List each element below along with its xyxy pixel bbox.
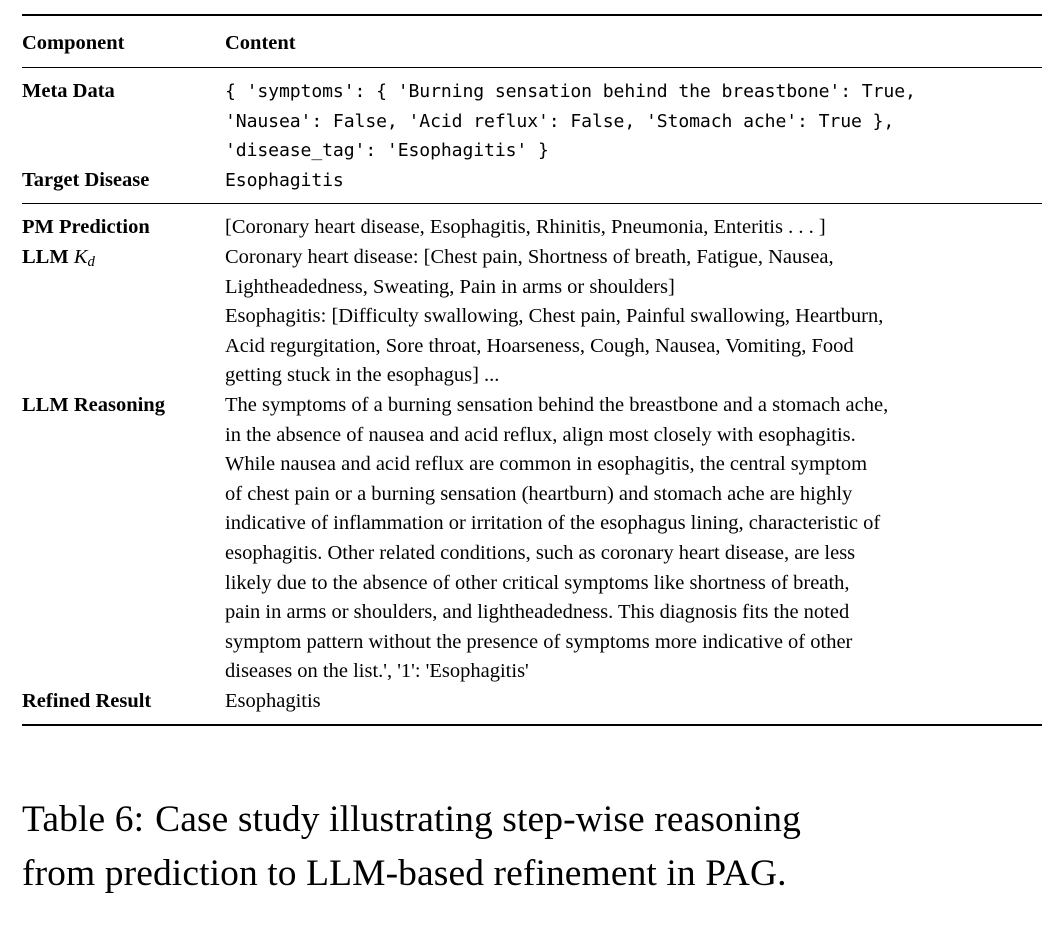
text-line: The symptoms of a burning sensation behi… <box>225 393 889 416</box>
meta-data-line: 'disease_tag': 'Esophagitis' } <box>225 140 549 162</box>
text-line: diseases on the list.', '1': 'Esophagiti… <box>225 660 529 683</box>
text-line: pain in arms or shoulders, and lighthead… <box>225 601 850 624</box>
text-line: While nausea and acid reflux are common … <box>225 453 868 476</box>
caption-line-2: from prediction to LLM-based refinement … <box>22 853 787 894</box>
table-header-group: Component Content <box>22 16 1042 67</box>
header-top-pad <box>22 16 1042 28</box>
column-header-content: Content <box>225 32 296 54</box>
row-content-refined-result: Esophagitis <box>225 687 1042 717</box>
caption-line-1: Table 6:Case study illustrating step-wis… <box>22 793 1042 847</box>
pad-cell <box>225 716 1042 724</box>
case-study-table: Component Content Meta Data <box>22 14 1042 727</box>
text-line: getting stuck in the esophagus] ... <box>225 364 500 387</box>
pad-cell <box>225 204 1042 213</box>
text-line: likely due to the absence of other criti… <box>225 571 850 594</box>
pad-cell <box>225 68 1042 77</box>
label-line-pm-prediction: PM Prediction <box>22 216 150 239</box>
pad-cell <box>22 716 225 724</box>
label-line-llm-kd: LLM Kd <box>22 243 225 273</box>
row-content-llm-reasoning: The symptoms of a burning sensation behi… <box>225 391 1042 687</box>
row-content-pm-prediction: [Coronary heart disease, Esophagitis, Rh… <box>225 213 1042 391</box>
pad-cell <box>22 204 225 213</box>
meta-data-line: 'Nausea': False, 'Acid reflux': False, '… <box>225 110 895 132</box>
row-content-meta-data: { 'symptoms': { 'Burning sensation behin… <box>225 77 1042 166</box>
text-line: in the absence of nausea and acid reflux… <box>225 423 856 446</box>
text-line: indicative of inflammation or irritation… <box>225 512 881 535</box>
section-separator-rule <box>22 203 1042 205</box>
caption-label: Table 6: <box>22 799 145 840</box>
text-line: symptom pattern without the presence of … <box>225 630 853 653</box>
pad-cell <box>225 195 1042 203</box>
refined-result-value: Esophagitis <box>225 687 1042 717</box>
text-line: Esophagitis <box>225 689 321 712</box>
column-header-component: Component <box>22 32 125 54</box>
table-bottom-rule <box>22 724 1042 727</box>
section-top-pad <box>22 204 1042 213</box>
header-bottom-pad <box>22 58 1042 67</box>
text-line: Coronary heart disease: [Chest pain, Sho… <box>225 245 834 268</box>
row-label-pm-prediction: PM Prediction LLM Kd <box>22 213 225 391</box>
text-line: esophagitis. Other related conditions, s… <box>225 541 856 564</box>
text-line: Esophagitis: [Difficulty swallowing, Che… <box>225 305 884 328</box>
pm-prediction-lines: [Coronary heart disease, Esophagitis, Rh… <box>225 213 1042 391</box>
row-label-llm-reasoning: LLM Reasoning <box>22 393 165 416</box>
label-math-subscript-d: d <box>87 254 95 271</box>
table-row: PM Prediction LLM Kd [Coronary heart dis… <box>22 213 1042 391</box>
label-math-symbol-k: Kd <box>73 245 95 271</box>
pad-cell <box>225 58 1042 67</box>
pad-cell <box>22 68 225 77</box>
table-caption: Table 6:Case study illustrating step-wis… <box>22 793 1042 901</box>
table-row: LLM Reasoning The symptoms of a burning … <box>22 391 1042 687</box>
table-row: Refined Result Esophagitis <box>22 687 1042 717</box>
pad-cell <box>22 195 225 203</box>
table-header-row: Component Content <box>22 28 1042 58</box>
target-disease-value: Esophagitis <box>225 169 344 191</box>
row-label-meta-data: Meta Data <box>22 80 115 102</box>
text-line: Acid regurgitation, Sore throat, Hoarsen… <box>225 334 854 357</box>
table-top-rule <box>22 14 1042 16</box>
row-label-target-disease: Target Disease <box>22 168 150 191</box>
section-top-pad <box>22 68 1042 77</box>
section-bottom-pad <box>22 716 1042 724</box>
table-section-reasoning: PM Prediction LLM Kd [Coronary heart dis… <box>22 204 1042 724</box>
row-content-target-disease: Esophagitis <box>225 166 1042 196</box>
text-line: [Coronary heart disease, Esophagitis, Rh… <box>225 216 826 239</box>
table-section-meta: Meta Data { 'symptoms': { 'Burning sensa… <box>22 68 1042 203</box>
text-line: of chest pain or a burning sensation (he… <box>225 482 853 505</box>
caption-text-1: Case study illustrating step-wise reason… <box>155 799 801 840</box>
header-separator-rule <box>22 67 1042 68</box>
table-row: Meta Data { 'symptoms': { 'Burning sensa… <box>22 77 1042 166</box>
section-bottom-pad <box>22 195 1042 203</box>
table-row: Target Disease Esophagitis <box>22 166 1042 196</box>
llm-reasoning-lines: The symptoms of a burning sensation behi… <box>225 391 1042 687</box>
row-label-refined-result: Refined Result <box>22 689 152 712</box>
meta-data-line: { 'symptoms': { 'Burning sensation behin… <box>225 81 916 102</box>
pad-cell <box>22 58 225 67</box>
pad-cell <box>22 16 225 28</box>
label-llm-text: LLM <box>22 245 74 268</box>
pad-cell <box>225 16 1042 28</box>
text-line: Lightheadedness, Sweating, Pain in arms … <box>225 275 675 298</box>
